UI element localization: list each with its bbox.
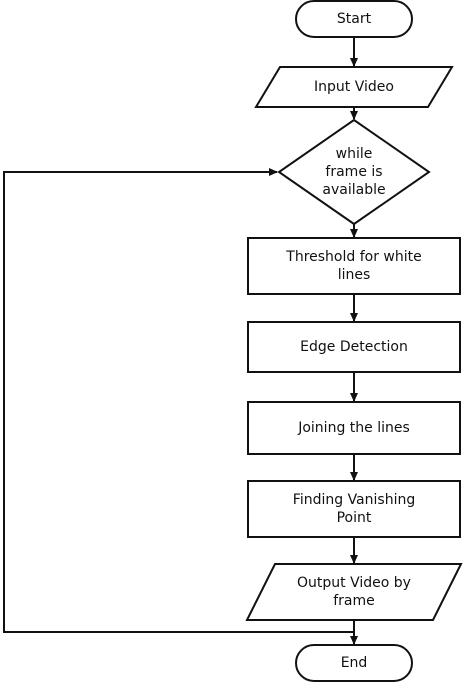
output-label-line-2: frame	[333, 593, 375, 609]
start-terminator-shape	[295, 0, 413, 38]
threshold-process-shape	[247, 237, 461, 295]
node-end: End	[295, 644, 413, 682]
node-loop: while frame is available	[277, 118, 431, 226]
node-input: Input Video	[254, 66, 454, 108]
threshold-label-line-2: lines	[338, 267, 371, 283]
node-start: Start	[295, 0, 413, 38]
arrow-output-to-loop	[3, 168, 354, 633]
end-label-line-1: End	[341, 655, 368, 671]
vanish-process-shape	[247, 480, 461, 538]
join-label-line-1: Joining the lines	[297, 420, 410, 436]
loop-label-line-3: available	[322, 182, 385, 198]
node-join: Joining the lines	[247, 401, 461, 455]
output-label-line-1: Output Video by	[297, 575, 411, 591]
connectors	[3, 37, 358, 645]
loop-label-line-1: while	[336, 146, 373, 162]
node-output: Output Video by frame	[245, 563, 463, 621]
vanish-label-line-2: Point	[337, 510, 372, 526]
threshold-label-line-1: Threshold for white	[285, 249, 421, 265]
input-label-line-1: Input Video	[314, 79, 394, 95]
output-io-shape	[245, 563, 463, 621]
join-process-shape	[247, 401, 461, 455]
node-threshold: Threshold for white lines	[247, 237, 461, 295]
start-label-line-1: Start	[337, 11, 372, 27]
edge-process-shape	[247, 321, 461, 373]
node-edge: Edge Detection	[247, 321, 461, 373]
loop-decision-shape	[277, 118, 431, 226]
loop-label-line-2: frame is	[325, 164, 382, 180]
end-terminator-shape	[295, 644, 413, 682]
edge-label-line-1: Edge Detection	[300, 339, 408, 355]
vanish-label-line-1: Finding Vanishing	[293, 492, 415, 508]
input-io-shape	[254, 66, 454, 108]
